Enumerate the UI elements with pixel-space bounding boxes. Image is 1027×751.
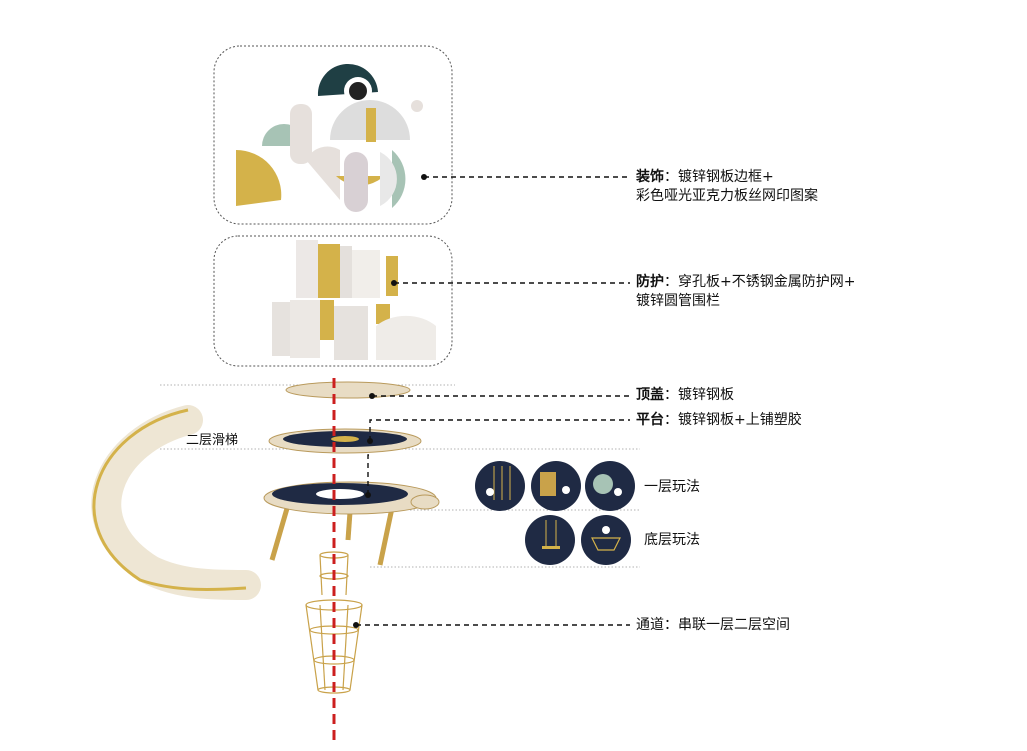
- protection-label: 防护：穿孔板+不锈钢金属防护网+ 镀锌圆管围栏: [636, 274, 856, 309]
- roof-plate: [285, 381, 411, 399]
- decoration-line2: 彩色哑光亚克力板丝网印图案: [636, 188, 818, 204]
- decoration-panel-frame: [213, 45, 453, 225]
- roof-label: 顶盖：镀锌钢板: [636, 387, 734, 403]
- slide-label: 二层滑梯: [186, 433, 239, 448]
- lower-platform-legs: [269, 504, 395, 566]
- protection-line1: 穿孔板+不锈钢金属防护网+: [678, 274, 856, 290]
- play-icon-swing: [525, 515, 575, 565]
- first-floor-play-label: 一层玩法: [644, 479, 700, 495]
- decoration-line1: 镀锌钢板边框+: [678, 169, 774, 185]
- decoration-shapes: [236, 63, 423, 212]
- platform-label: 平台：镀锌钢板+上铺塑胶: [636, 412, 802, 428]
- slide-rail: [92, 408, 247, 592]
- slide-shape: [91, 405, 261, 600]
- play-icon-net: [581, 515, 631, 565]
- protection-line2: 镀锌圆管围栏: [636, 293, 720, 309]
- platform-text: 镀锌钢板+上铺塑胶: [678, 412, 802, 428]
- ground-floor-play-icons: [525, 515, 631, 565]
- passage-title: 通道: [636, 617, 664, 633]
- protection-title: 防护: [636, 274, 664, 290]
- play-icon-beads: [475, 461, 525, 511]
- passage-text: 串联一层二层空间: [678, 617, 790, 633]
- ground-floor-play-label: 底层玩法: [644, 532, 700, 548]
- decoration-title: 装饰: [636, 169, 664, 185]
- roof-text: 镀锌钢板: [678, 387, 734, 403]
- platform-title: 平台: [636, 412, 664, 428]
- protection-panel-frame: [213, 235, 453, 367]
- leader-dots: [353, 174, 427, 628]
- decoration-label: 装饰：镀锌钢板边框+ 彩色哑光亚克力板丝网印图案: [636, 169, 818, 204]
- leader-lines: [356, 176, 630, 626]
- first-floor-play-icons: [475, 461, 635, 511]
- passage-label: 通道：串联一层二层空间: [636, 617, 790, 633]
- roof-title: 顶盖: [636, 387, 664, 403]
- protection-shapes: [272, 240, 436, 360]
